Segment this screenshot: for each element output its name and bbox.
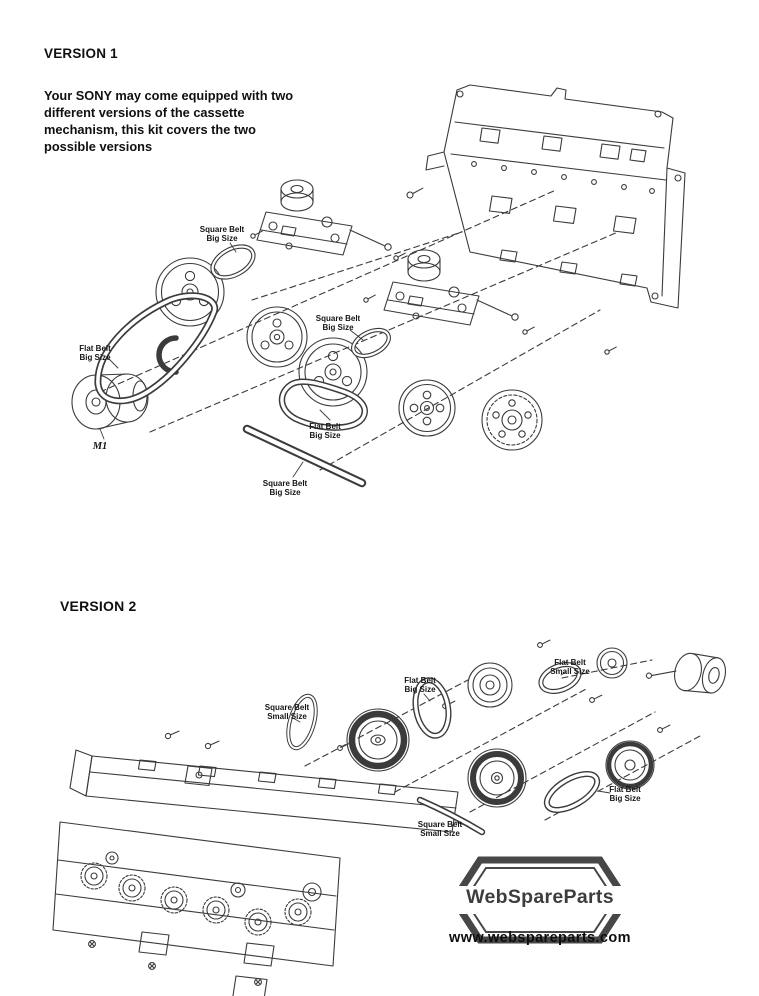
version1-diagram (71, 84, 686, 488)
label-line: Flat Belt (609, 785, 641, 794)
label-line: Flat Belt (404, 676, 436, 685)
webspareparts-logo-hexagon (450, 856, 630, 944)
label-line: Square Belt (315, 314, 361, 323)
label-line: Big Size (404, 685, 436, 695)
version2-title: VERSION 2 (60, 598, 137, 614)
label-line: Flat Belt (309, 422, 341, 431)
website-url: www.webspareparts.com (449, 930, 631, 946)
label-line: Small Size (550, 667, 590, 677)
belt-label-square-big-mid: Square Belt Big Size (316, 314, 360, 333)
leader-lines-v2 (292, 671, 611, 827)
gear-wheel-right (481, 389, 543, 451)
belt-flat-big-mid (278, 378, 368, 431)
screws (250, 187, 617, 355)
version1-description: Your SONY may come equipped with two dif… (44, 88, 294, 154)
belt-square-big-top (210, 244, 256, 280)
flywheel-tire-right (467, 748, 527, 808)
label-line: Big Size (206, 234, 238, 244)
chassis-plank (69, 730, 459, 833)
label-line: M1 (92, 441, 108, 452)
belt-label-flat-big-mid: Flat Belt Big Size (309, 422, 341, 441)
belt-label-square-small-left: Square Belt Small Size (265, 703, 309, 722)
label-line: Square Belt (264, 703, 310, 712)
label-line: Flat Belt (79, 344, 111, 353)
label-line: Big Size (79, 353, 111, 363)
flywheel-mid-2 (298, 337, 368, 407)
webspareparts-logo-text: WebSpareParts (466, 886, 614, 908)
leader-lines (99, 242, 364, 478)
belt-square-big-long (242, 424, 367, 488)
motor-label-m1: M1 (93, 441, 108, 453)
pulley-top-mid (467, 662, 513, 708)
belt-label-flat-big-right: Flat Belt Big Size (609, 785, 641, 804)
belt-flat-big-right (543, 771, 601, 813)
axis-screws (337, 639, 671, 751)
belt-flat-small (538, 662, 582, 694)
belt-label-flat-small: Flat Belt Small Size (550, 658, 590, 677)
flywheel-tire-left (346, 708, 410, 772)
label-line: Small Size (420, 829, 460, 839)
pulley-right (398, 379, 456, 437)
belt-label-flat-big-left: Flat Belt Big Size (79, 344, 111, 363)
label-line: Big Size (309, 431, 341, 441)
belt-square-small-bottom (416, 796, 486, 836)
pulley-right-v2 (605, 740, 655, 790)
label-line: Square Belt (262, 479, 308, 488)
label-line: Big Size (609, 794, 641, 804)
gear-plate (52, 821, 341, 996)
belt-label-square-big-bottom: Square Belt Big Size (263, 479, 307, 498)
version1-title: VERSION 1 (44, 46, 118, 61)
motor-v2 (645, 652, 727, 694)
head-assembly-2 (383, 249, 519, 326)
belt-square-small-left (286, 693, 318, 751)
label-line: Flat Belt (554, 658, 586, 667)
belt-flat-big-left (94, 292, 219, 405)
label-line: Square Belt (417, 820, 463, 829)
belt-square-big-mid (351, 327, 391, 359)
chassis-panel (425, 84, 686, 309)
label-line: Small Size (267, 712, 307, 722)
pulley-top-right (596, 647, 628, 679)
belt-label-square-big-top: Square Belt Big Size (200, 225, 244, 244)
version2-diagram (52, 639, 727, 996)
label-line: Big Size (269, 488, 301, 498)
head-assembly-1 (256, 179, 392, 256)
label-line: Big Size (322, 323, 354, 333)
belt-label-flat-big-top: Flat Belt Big Size (404, 676, 436, 695)
belt-label-square-small-bottom: Square Belt Small Size (418, 820, 462, 839)
belt-flat-big-top (412, 677, 452, 739)
label-line: Square Belt (199, 225, 245, 234)
flywheel-mid-1 (246, 306, 308, 368)
